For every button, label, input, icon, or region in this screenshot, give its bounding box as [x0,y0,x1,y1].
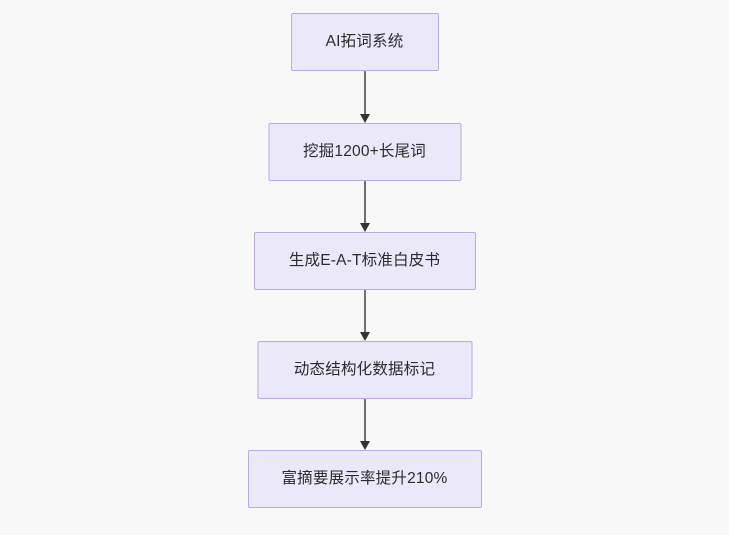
flowchart-edge-n3-n4 [359,290,371,341]
arrowhead-down-icon [359,441,370,450]
flowchart-node-n3[interactable]: 生成E-A-T标准白皮书 [253,232,476,290]
flowchart-node-label: AI拓词系统 [325,33,404,51]
arrowhead-down-icon [359,223,370,232]
flowchart-node-n2[interactable]: 挖掘1200+长尾词 [268,123,461,181]
flowchart-edge-n2-n3 [359,181,371,232]
flowchart-node-n5[interactable]: 富摘要展示率提升210% [247,450,482,508]
arrowhead-down-icon [359,332,370,341]
edge-line [363,71,366,115]
flowchart-node-label: 动态结构化数据标记 [293,361,436,379]
edge-line [363,399,366,442]
flowchart-edge-n1-n2 [359,71,371,123]
flowchart-node-label: 生成E-A-T标准白皮书 [288,252,441,270]
flowchart-node-n1[interactable]: AI拓词系统 [290,13,439,71]
arrowhead-down-icon [359,114,370,123]
flowchart-node-n4[interactable]: 动态结构化数据标记 [257,341,472,399]
flowchart-node-label: 富摘要展示率提升210% [281,470,448,488]
edge-line [363,290,366,333]
edge-line [363,181,366,224]
flowchart-node-label: 挖掘1200+长尾词 [302,143,427,161]
flowchart-edge-n4-n5 [359,399,371,450]
